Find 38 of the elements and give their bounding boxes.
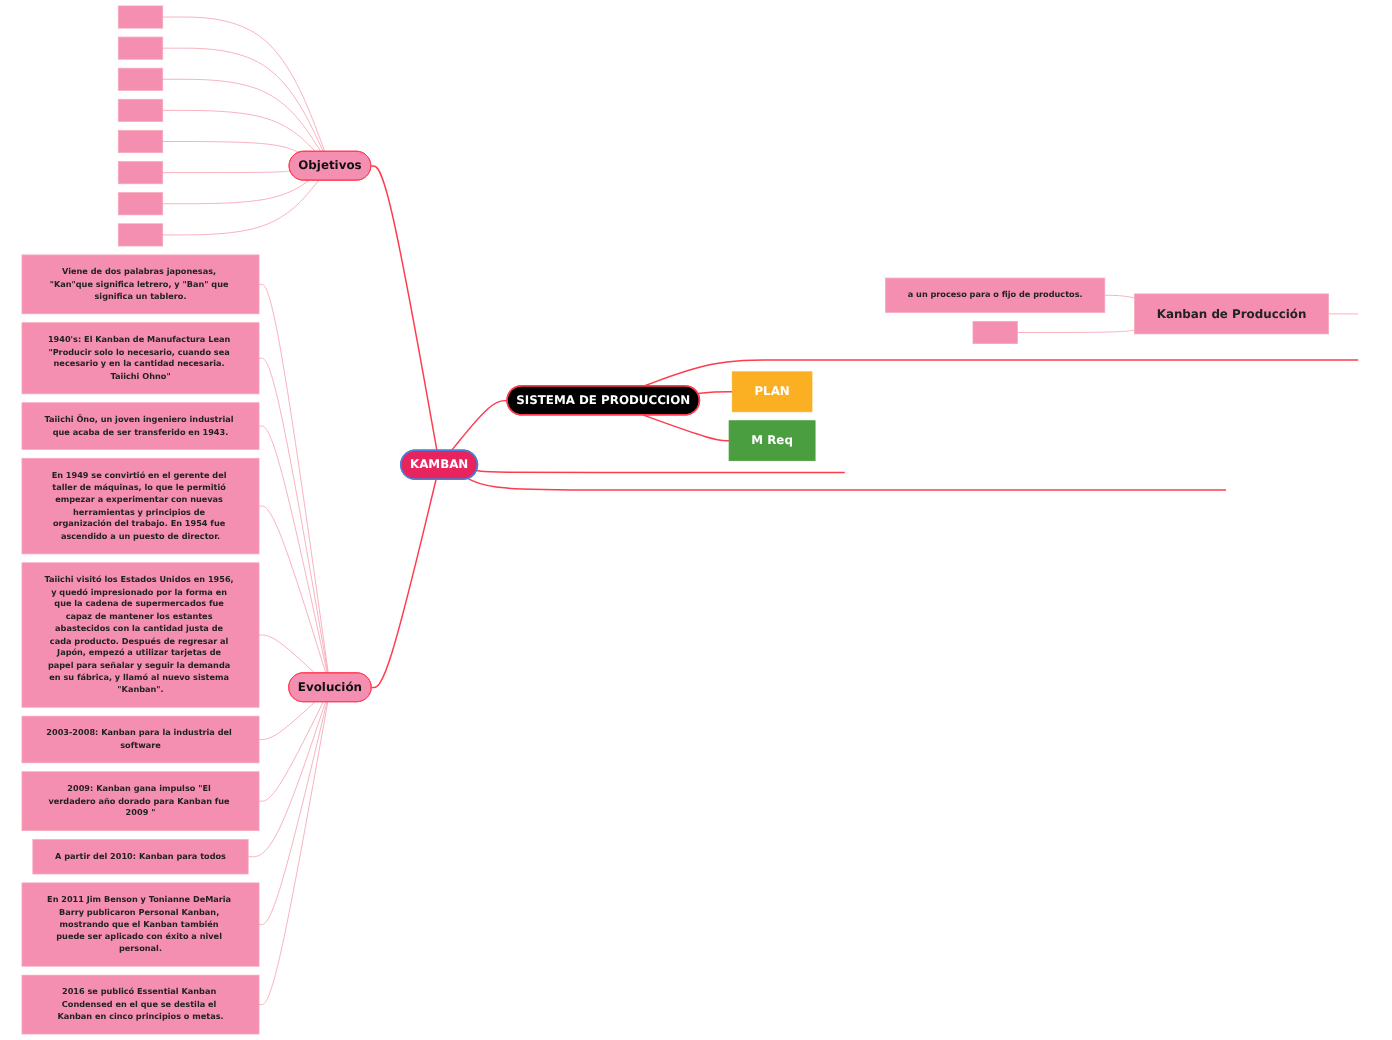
connector xyxy=(258,505,327,674)
connector xyxy=(642,414,731,442)
connector xyxy=(258,701,329,1006)
connector xyxy=(258,634,316,674)
connector xyxy=(162,78,322,153)
connector xyxy=(162,109,317,153)
connector xyxy=(1328,313,1359,315)
node-box xyxy=(118,67,164,91)
connector xyxy=(258,357,329,674)
connector xyxy=(258,283,330,674)
connector xyxy=(476,469,846,474)
node-box xyxy=(118,223,164,247)
connector xyxy=(697,391,734,395)
connector xyxy=(248,701,327,858)
connector xyxy=(162,141,300,153)
connector xyxy=(258,701,328,925)
connector xyxy=(370,165,438,452)
connector xyxy=(258,425,328,674)
connector xyxy=(162,47,325,153)
node-box xyxy=(118,192,164,216)
node-box xyxy=(118,161,164,185)
node-box xyxy=(972,321,1019,344)
node-box xyxy=(118,130,164,153)
connector xyxy=(371,478,438,689)
connector xyxy=(258,701,316,740)
connector xyxy=(451,399,509,452)
connector xyxy=(162,180,310,205)
node-box xyxy=(118,36,164,60)
connector xyxy=(1104,294,1136,299)
connector xyxy=(162,16,326,153)
connector xyxy=(258,701,324,802)
connector xyxy=(467,477,1228,491)
connector xyxy=(642,359,1360,387)
connector xyxy=(162,170,292,174)
connector xyxy=(162,180,320,236)
node-box xyxy=(118,5,164,29)
node-box xyxy=(118,98,164,122)
connector xyxy=(1017,329,1136,333)
